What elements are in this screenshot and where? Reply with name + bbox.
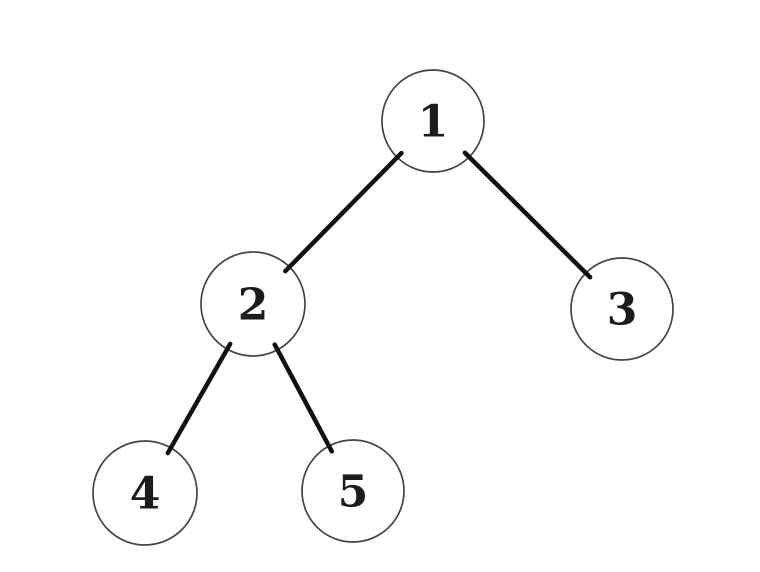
tree-edge-2-4 <box>165 341 233 456</box>
tree-node-4 <box>92 440 198 546</box>
tree-node-3 <box>570 257 674 361</box>
node-label-5: 5 <box>338 466 369 517</box>
node-label-1: 1 <box>418 96 449 147</box>
node-label-4: 4 <box>130 468 161 519</box>
tree-edge-1-2 <box>283 150 404 274</box>
tree-node-5 <box>301 439 405 543</box>
node-label-2: 2 <box>238 279 269 330</box>
edges-layer <box>165 150 593 456</box>
tree-node-1 <box>381 69 485 173</box>
tree-edge-1-3 <box>462 150 593 280</box>
tree-edge-2-5 <box>272 342 335 454</box>
node-labels-layer: 1 2 3 4 5 <box>130 96 638 519</box>
node-circles-layer <box>92 69 674 546</box>
tree-node-2 <box>200 251 306 357</box>
node-label-3: 3 <box>607 284 638 335</box>
